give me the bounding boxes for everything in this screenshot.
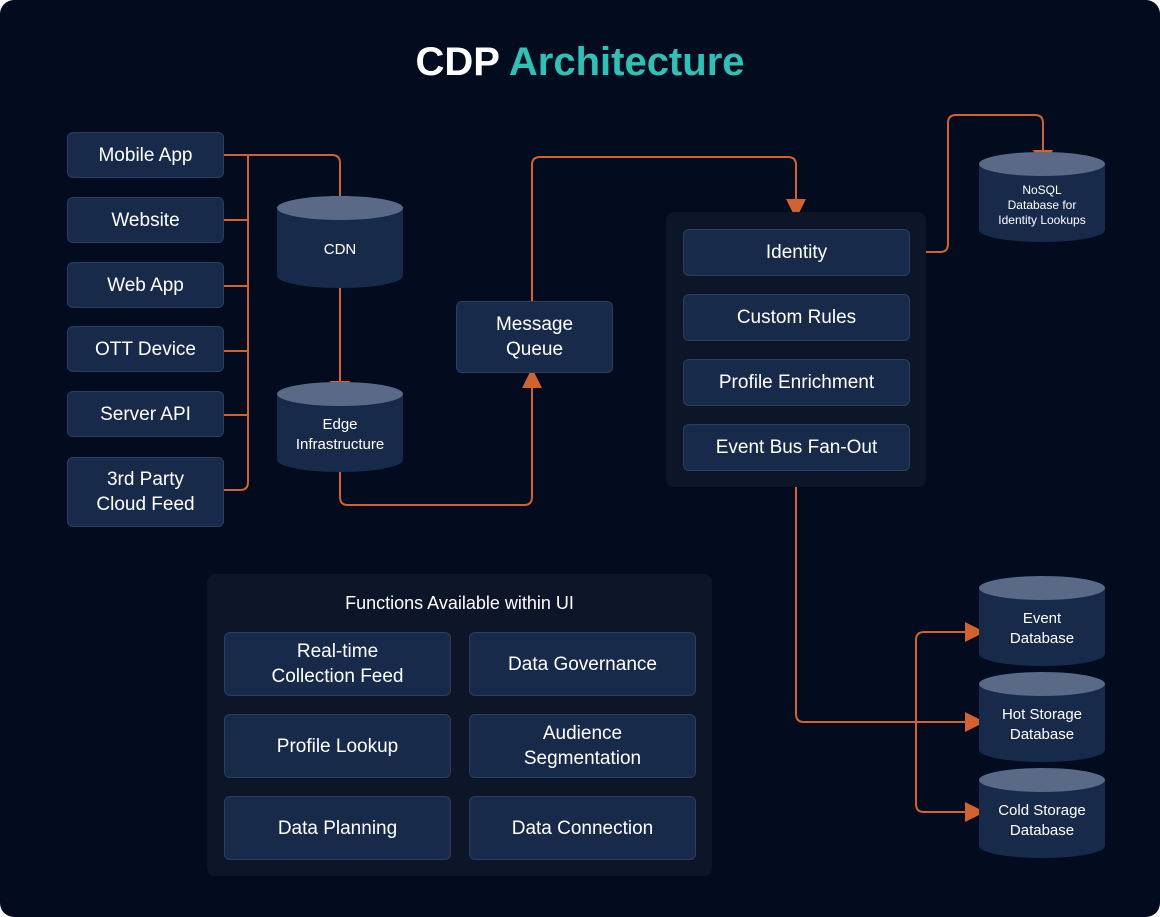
message-queue: Message Queue — [456, 301, 613, 373]
cold-storage-database-cylinder: Cold Storage Database — [979, 768, 1105, 858]
event-db-label: Event Database — [1009, 610, 1075, 647]
title-main: CDP — [415, 40, 500, 84]
source-ott-device: OTT Device — [67, 326, 224, 372]
nosql-label: NoSQL Database for Identity Lookups — [998, 182, 1086, 227]
eventbus-to-hot-arrow — [795, 471, 985, 732]
function-audience-segmentation: Audience Segmentation — [469, 714, 696, 778]
edge-to-queue-arrow — [339, 368, 542, 506]
source-website: Website — [67, 197, 224, 243]
to-cold-db-arrow — [915, 722, 985, 822]
profile-enrichment-box: Profile Enrichment — [683, 359, 910, 406]
title-accent: Architecture — [508, 40, 745, 84]
edge-label: Edge Infrastructure — [295, 416, 385, 453]
function-data-connection: Data Connection — [469, 796, 696, 860]
hot-db-label: Hot Storage Database — [1001, 706, 1083, 743]
function-realtime-collection-feed: Real-time Collection Feed — [224, 632, 451, 696]
function-profile-lookup: Profile Lookup — [224, 714, 451, 778]
source-3rd-party-cloud-feed: 3rd Party Cloud Feed — [67, 457, 224, 527]
source-bus-line — [224, 154, 249, 491]
hot-storage-database-cylinder: Hot Storage Database — [979, 672, 1105, 762]
function-data-governance: Data Governance — [469, 632, 696, 696]
diagram-title: CDP Architecture — [0, 40, 1160, 85]
cdn-label: CDN — [323, 241, 357, 258]
cold-db-label: Cold Storage Database — [998, 802, 1086, 839]
nosql-database-cylinder: NoSQL Database for Identity Lookups — [979, 152, 1105, 242]
source-web-app: Web App — [67, 262, 224, 308]
event-bus-fan-out-box: Event Bus Fan-Out — [683, 424, 910, 471]
mobile-to-cdn-arrow — [248, 154, 350, 216]
edge-infrastructure-cylinder: Edge Infrastructure — [277, 382, 403, 472]
to-event-db-arrow — [915, 622, 985, 722]
function-data-planning: Data Planning — [224, 796, 451, 860]
cdn-cylinder: CDN — [277, 196, 403, 288]
identity-to-nosql-arrow — [910, 114, 1053, 253]
custom-rules-box: Custom Rules — [683, 294, 910, 341]
source-mobile-app: Mobile App — [67, 132, 224, 178]
identity-box: Identity — [683, 229, 910, 276]
functions-title: Functions Available within UI — [345, 593, 574, 613]
queue-to-processing-arrow — [531, 156, 806, 301]
event-database-cylinder: Event Database — [979, 576, 1105, 666]
source-server-api: Server API — [67, 391, 224, 437]
